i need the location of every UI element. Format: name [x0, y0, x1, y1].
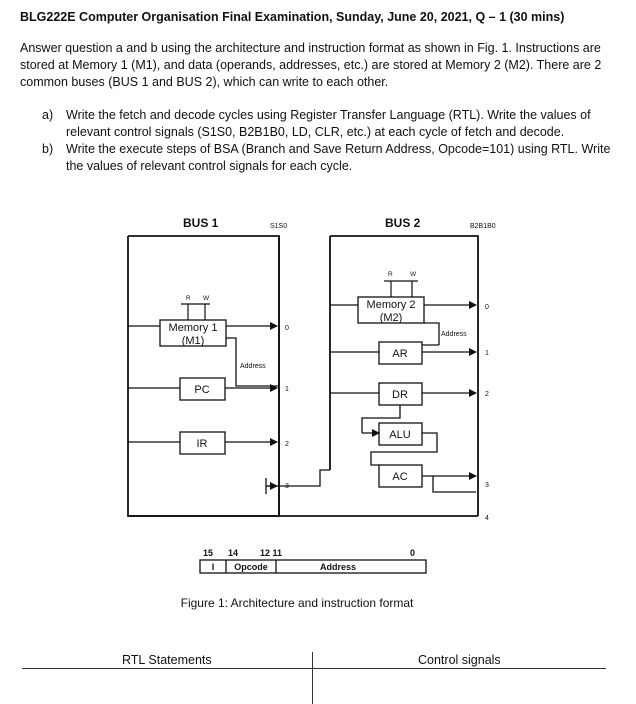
memory1-label: Memory 1 — [169, 322, 218, 334]
question-a: a) Write the fetch and decode cycles usi… — [42, 107, 612, 141]
memory2-label: Memory 2 — [367, 299, 416, 311]
memory2-box — [357, 296, 425, 324]
memory1-sub: (M1) — [182, 335, 205, 347]
figure-caption: Figure 1: Architecture and instruction f… — [181, 596, 414, 610]
bus1-select-label: S1S0 — [270, 223, 287, 230]
table-header-rule — [22, 668, 606, 669]
ir-register — [179, 431, 226, 455]
question-a-text: Write the fetch and decode cycles using … — [66, 108, 591, 139]
bus2-input-0: 0 — [485, 304, 489, 311]
bus2-input-3: 3 — [485, 482, 489, 489]
memory1-wires — [128, 322, 279, 387]
alu-wires — [361, 405, 438, 466]
bus2-lines — [128, 235, 479, 517]
bus1-lines — [127, 235, 280, 517]
memory2-read: R — [388, 271, 393, 278]
bus-interconnect — [265, 469, 330, 494]
question-b: b) Write the execute steps of BSA (Branc… — [42, 141, 612, 175]
question-a-label: a) — [42, 108, 54, 122]
question-b-label: b) — [42, 142, 54, 156]
bus2-input-1: 1 — [485, 350, 489, 357]
table-col-rtl: RTL Statements — [122, 653, 212, 667]
architecture-diagram: BUS 1 BUS 2 S1S0 B2B1B0 Memory 1 (M1) R … — [127, 216, 496, 610]
bus1-input-3: 3 — [285, 483, 289, 490]
exam-title: BLG222E Computer Organisation Final Exam… — [20, 10, 565, 24]
address-label-m1: Address — [240, 363, 266, 370]
memory1-write: W — [203, 295, 210, 302]
ac-wires — [422, 472, 477, 493]
alu-label: ALU — [389, 429, 410, 441]
memory2-control-lines — [384, 280, 418, 297]
question-b-text: Write the execute steps of BSA (Branch a… — [66, 142, 611, 173]
bus2-input-4: 4 — [485, 515, 489, 522]
ac-label: AC — [392, 471, 407, 483]
table-col-signals: Control signals — [418, 653, 501, 667]
ir-label: IR — [197, 438, 208, 450]
field-i: I — [212, 562, 215, 572]
bit-14-label: 14 — [228, 548, 238, 558]
ar-label: AR — [392, 348, 407, 360]
memory2-sub: (M2) — [380, 312, 403, 324]
pc-register — [179, 377, 226, 401]
question-list: a) Write the fetch and decode cycles usi… — [42, 107, 612, 175]
bit-12-11-label: 12 11 — [260, 548, 282, 558]
dr-label: DR — [392, 389, 408, 401]
ar-register — [378, 341, 423, 365]
bit-0-label: 0 — [410, 548, 415, 558]
memory1-box — [159, 319, 227, 347]
memory2-wires — [330, 301, 477, 345]
instruction-box — [199, 559, 427, 574]
memory1-read: R — [186, 295, 191, 302]
field-address: Address — [320, 562, 356, 572]
bus1-input-2: 2 — [285, 441, 289, 448]
memory1-control-lines — [181, 303, 210, 320]
bit-15-label: 15 — [203, 548, 213, 558]
bus1-input-1: 1 — [285, 386, 289, 393]
bus1-input-0: 0 — [285, 325, 289, 332]
address-label-m2: Address — [441, 331, 467, 338]
memory2-write: W — [410, 271, 417, 278]
pc-label: PC — [194, 384, 209, 396]
bus2-input-2: 2 — [485, 391, 489, 398]
field-opcode: Opcode — [234, 562, 268, 572]
bus2-select-label: B2B1B0 — [470, 223, 496, 230]
bus1-label: BUS 1 — [183, 216, 219, 230]
ar-wires — [330, 344, 477, 356]
intro-paragraph: Answer question a and b using the archit… — [20, 41, 602, 89]
table-column-divider — [312, 652, 313, 704]
bus2-label: BUS 2 — [385, 216, 421, 230]
instruction-format: 15 14 12 11 0 I Opcode Address — [199, 548, 427, 574]
